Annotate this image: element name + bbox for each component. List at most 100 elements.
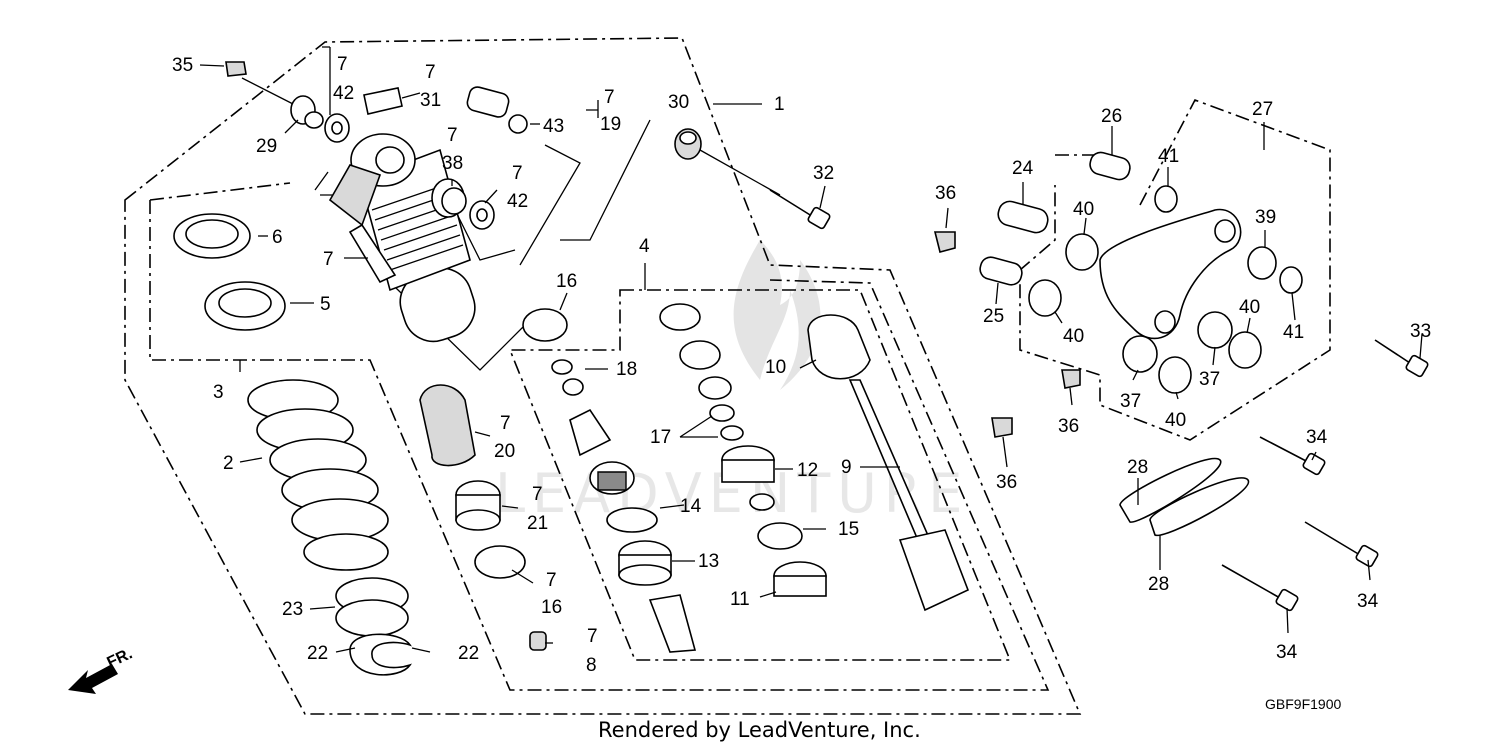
bearing-38 (431, 178, 467, 218)
leader-group-38 (519, 144, 581, 266)
callout-22-left: 22 (307, 643, 328, 664)
callout-1: 1 (774, 94, 785, 115)
line-30 (699, 149, 781, 196)
callout-31: 31 (420, 90, 441, 111)
bolt-34-b (1304, 521, 1379, 568)
nut-36-a (933, 231, 956, 253)
callout-40-a: 40 (1073, 199, 1094, 220)
callout-23: 23 (282, 599, 303, 620)
callout-27: 27 (1252, 99, 1273, 120)
callout-32: 32 (813, 163, 834, 184)
callout-6: 6 (272, 227, 283, 248)
seal-41-right (1279, 266, 1303, 294)
spring-stopper-22 (349, 633, 412, 676)
seal-41-top (1154, 185, 1178, 213)
rubber-stop-10 (807, 314, 871, 380)
oring-43 (508, 114, 528, 134)
circlip-16-top (522, 308, 568, 342)
footer-credit: Rendered by LeadVenture, Inc. (598, 718, 921, 742)
spring-seat-23 (335, 577, 409, 637)
callout-36-a: 36 (935, 183, 956, 204)
callout-2: 2 (223, 453, 234, 474)
callout-9: 9 (841, 457, 852, 478)
tie-rods-28 (1119, 457, 1249, 536)
callout-20: 20 (494, 441, 515, 462)
callout-16-top: 16 (556, 271, 577, 292)
diagram-code: GBF9F1900 (1265, 696, 1341, 712)
callout-7-body: 7 (323, 249, 334, 270)
spring-2 (247, 379, 389, 571)
spring-assembly (173, 213, 412, 676)
callout-16-low: 16 (541, 597, 562, 618)
callout-4: 4 (639, 236, 650, 257)
callout-5: 5 (320, 294, 331, 315)
link-parts (933, 151, 1429, 612)
collar-25 (979, 256, 1023, 286)
rebound-bumper-12 (721, 445, 775, 511)
collar-29 (290, 95, 324, 129)
boundary-link-27 (1019, 99, 1331, 441)
callout-30: 30 (668, 92, 689, 113)
nut-35 (225, 61, 247, 77)
callout-42-mid: 42 (507, 191, 528, 212)
damper-rod-9 (848, 379, 970, 612)
callout-7-cap: 7 (500, 413, 511, 434)
seal-40-c (1158, 356, 1192, 394)
callout-labels: 1 2 3 4 5 6 7 42 7 31 7 19 43 7 38 7 42 … (172, 54, 1431, 676)
collar-13 (618, 540, 672, 586)
callout-34-b: 34 (1357, 591, 1379, 612)
callout-19: 19 (600, 114, 621, 135)
valve-8 (529, 631, 547, 651)
boundary-assembly-1 (124, 37, 1082, 715)
callout-35: 35 (172, 55, 193, 76)
bearing-37-b (1197, 311, 1233, 349)
callout-14: 14 (680, 496, 702, 517)
dust-seal-42-top (324, 113, 350, 143)
callout-40-c: 40 (1239, 297, 1260, 318)
seal-40-a (1065, 233, 1099, 271)
callout-36-b: 36 (1058, 416, 1079, 437)
bump-cap-20 (419, 384, 476, 467)
bolt-34-c (1221, 564, 1299, 612)
callout-24: 24 (1012, 158, 1034, 179)
leader-lines (199, 64, 1423, 653)
bearing-37-a (1122, 335, 1158, 373)
damper-parts (419, 303, 970, 653)
shock-reservoir (348, 223, 397, 284)
bolt-34-a (1259, 436, 1326, 476)
callout-37-b: 37 (1199, 369, 1220, 390)
callout-7-top-a: 7 (337, 54, 348, 75)
bolt-32 (769, 189, 831, 230)
callout-41-b: 41 (1283, 322, 1304, 343)
callout-28-top: 28 (1127, 457, 1148, 478)
callout-37-a: 37 (1120, 391, 1141, 412)
collar-26 (1089, 151, 1131, 181)
callout-34-a: 34 (1306, 427, 1328, 448)
shock-body-thread (371, 184, 464, 271)
dust-seal-42-mid (469, 200, 495, 230)
callout-7-mid-a: 7 (447, 125, 458, 146)
piston-ring-14 (606, 507, 658, 533)
callout-40-b: 40 (1063, 326, 1084, 347)
shock-eye-hole (375, 146, 405, 174)
shock-arm-27 (1099, 208, 1242, 340)
callout-42-top: 42 (333, 83, 354, 104)
seal-40-d (1228, 331, 1262, 369)
callout-33: 33 (1410, 321, 1431, 342)
callout-18: 18 (616, 359, 637, 380)
arrow-front-icon: FR. (68, 645, 135, 694)
callout-7-c21: 7 (532, 484, 543, 505)
leader-group-30 (560, 119, 651, 241)
bracket-7-42 (322, 46, 331, 115)
nut-18 (551, 359, 584, 396)
shim-stack (659, 303, 744, 441)
adjust-nut-5 (204, 281, 286, 331)
callout-13: 13 (698, 551, 719, 572)
callout-29: 29 (256, 136, 277, 157)
callout-7-top-b: 7 (425, 62, 436, 83)
callout-11: 11 (730, 589, 750, 610)
callout-22-right: 22 (458, 643, 479, 664)
piston-ring-15 (757, 522, 803, 550)
callout-7-c8: 7 (587, 626, 598, 647)
